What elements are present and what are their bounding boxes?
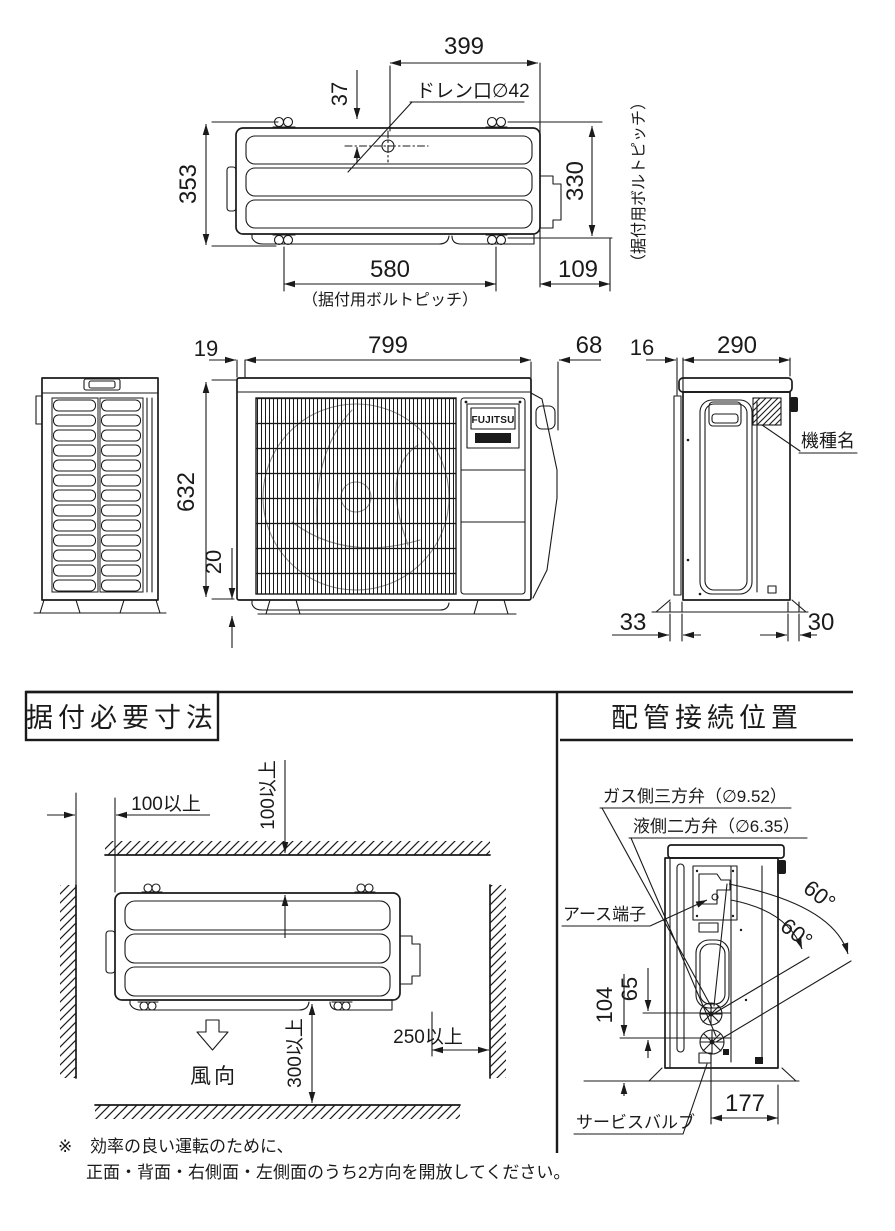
dim-16: 16 [630,335,654,360]
note-mark: ※ [58,1137,72,1156]
clearance-front-label: 300以上 [284,1018,306,1088]
unit-plan-outline [114,892,401,1001]
dim-109: 109 [558,256,598,283]
clearance-top-label: 100以上 [257,760,279,830]
grille-slots-left [51,397,99,593]
front-view-outline [236,377,532,601]
installation-section-title: 据付必要寸法 [26,703,218,733]
front-right-panel [460,397,526,595]
earth-terminal-leader [649,899,708,927]
installation-title-box [24,690,220,742]
front-view-drawing: FUJITSU 19 799 68 632 20 [173,332,602,648]
dim-353: 353 [175,164,202,204]
piping-unit-outline [664,857,779,1069]
dim-20: 20 [201,550,226,574]
note-line-2: 正面・背面・右側面・左側面のうち2方向を開放してください。 [86,1163,570,1182]
service-valve-label: サービスバルブ [576,1112,695,1132]
piping-diagram: ガス側三方弁（∅9.52） 液側二方弁（∅6.35） アース端子 サービスバルブ… [561,787,852,1135]
section-dividers: 据付必要寸法 配管接続位置 [24,690,853,1153]
earth-terminal-label: アース端子 [563,905,646,924]
dim-632: 632 [173,472,200,512]
model-name-leader [761,424,801,452]
liquid-valve-leader [630,837,717,1037]
unit-plan-brackets [137,883,376,1011]
top-view-drawing: ドレン口∅42 399 37 353 330 （据付用ボルトピッチ） 580 （… [175,33,648,309]
piping-section-title: 配管接続位置 [611,703,803,733]
model-name-label: 機種名 [801,431,855,451]
fan-behind-grille [262,403,450,591]
dim-65: 65 [617,977,642,1001]
side-panel-edge [530,392,558,599]
wind-direction-label: 風向 [190,1065,238,1088]
wind-direction-arrow-icon [196,1019,229,1051]
rear-view-outline [41,377,159,601]
gas-valve-label: ガス側三方弁（∅9.52） [603,787,787,806]
drain-port-label: ドレン口∅42 [416,81,530,102]
side-view-drawing: 機種名 16 290 33 30 [612,332,858,642]
service-valve-leader [682,1063,708,1135]
dim-177: 177 [725,1090,765,1117]
dim-33: 33 [620,609,647,636]
rear-view-drawing [33,377,167,614]
drain-leader-line [347,101,413,173]
ground-hatch [95,1105,460,1119]
gas-valve-leader [601,807,713,1009]
dim-30: 30 [808,609,835,636]
right-wall-hatch [490,885,506,1078]
side-view-outline [682,391,791,601]
drain-port [344,130,429,163]
dim-799: 799 [368,332,408,359]
dim-399: 399 [444,33,484,60]
top-wall-hatch [105,841,490,855]
dim-330: 330 [562,161,589,201]
clearance-right-label: 250以上 [393,1026,463,1048]
bolt-pitch-note-bottom: （据付用ボルトピッチ） [302,291,478,309]
left-wall-hatch [60,885,76,1078]
dim-68: 68 [576,332,603,359]
dim-104: 104 [592,987,617,1024]
unit-top-outline [235,127,541,235]
service-valves [698,1002,729,1064]
model-name-plate [752,397,782,426]
liquid-valve-label: 液側二方弁（∅6.35） [633,817,800,836]
pipe-angle-graphics: 60° 60° [712,875,852,1043]
grille-slots-right [99,397,144,593]
efficiency-note: ※ 効率の良い運転のために、 正面・背面・右側面・左側面のうち2方向を開放してく… [58,1137,570,1182]
fan-grille [255,397,457,595]
dim-37: 37 [327,82,352,106]
note-line-1: 効率の良い運転のために、 [90,1137,294,1156]
brand-logo-text: FUJITSU [471,415,514,426]
clearance-left-label: 100以上 [131,793,201,815]
valve-cover-plan [539,175,562,229]
terminal-box [692,865,738,921]
dim-580: 580 [370,256,410,283]
dim-290: 290 [717,332,757,359]
installation-diagram: 100以上 100以上 300以上 250以上 風向 [47,760,506,1119]
brand-badge: FUJITSU [466,403,520,449]
pipe-angle-lower: 60° [776,913,818,953]
bolt-pitch-note-vertical: （据付用ボルトピッチ） [630,94,648,270]
dim-19: 19 [194,336,218,361]
